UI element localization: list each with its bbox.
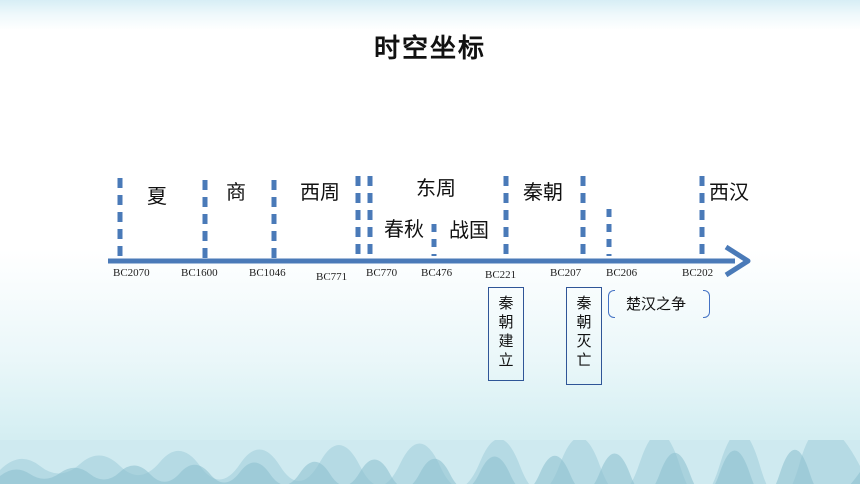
era-label-western-han: 西汉	[709, 180, 749, 204]
timeline-arrowhead	[724, 244, 751, 278]
era-label-xia: 夏	[147, 184, 167, 208]
bracket-right	[703, 290, 710, 318]
year-label: BC207	[550, 267, 582, 279]
year-label: BC1600	[181, 267, 218, 279]
era-label-qin: 秦朝	[523, 180, 563, 204]
year-label: BC221	[485, 269, 517, 281]
era-label-western-zhou: 西周	[300, 180, 340, 204]
year-label: BC770	[366, 267, 398, 279]
year-label: BC1046	[249, 267, 286, 279]
event-label: 秦朝灭亡	[576, 294, 592, 369]
wave-decoration	[0, 440, 860, 484]
event-chu-han-contention: 楚汉之争	[626, 295, 687, 313]
event-label: 秦朝建立	[498, 294, 514, 369]
year-label: BC202	[682, 267, 714, 279]
era-label-eastern-zhou: 东周	[416, 176, 456, 200]
year-label: BC2070	[113, 267, 150, 279]
year-label: BC206	[606, 267, 638, 279]
era-label-warring-states: 战国	[449, 218, 489, 242]
event-qin-fall: 秦朝灭亡	[566, 287, 602, 385]
bracket-left	[608, 290, 615, 318]
event-qin-founded: 秦朝建立	[488, 287, 524, 381]
era-label-spring-autumn: 春秋	[384, 217, 424, 241]
year-label: BC476	[421, 267, 453, 279]
page-title: 时空坐标	[373, 34, 486, 64]
year-label: BC771	[316, 271, 348, 283]
era-label-shang: 商	[226, 180, 246, 204]
